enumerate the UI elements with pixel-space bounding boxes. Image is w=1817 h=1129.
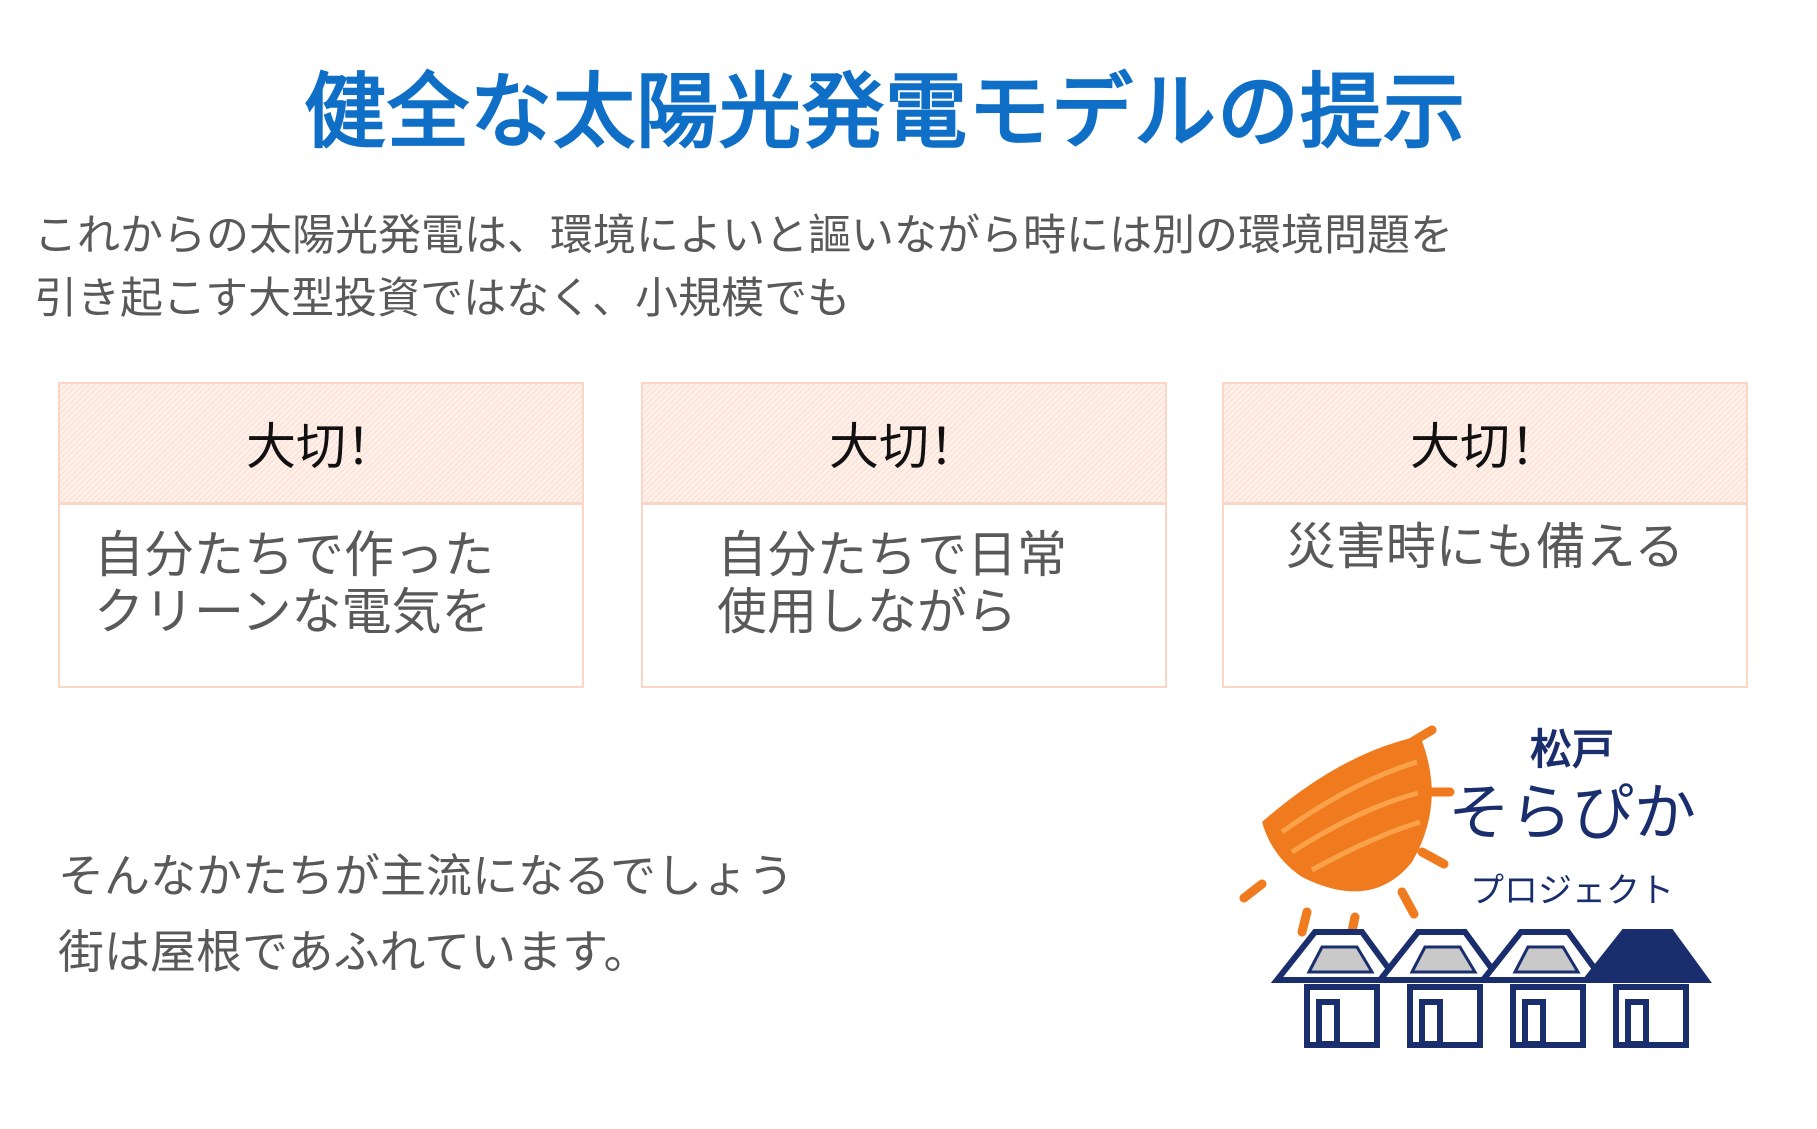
card-daily-use: 大切！ 自分たちで日常 使用しながら	[641, 382, 1167, 688]
card-body: 自分たちで作った クリーンな電気を	[60, 505, 582, 641]
sun-icon	[1239, 725, 1455, 945]
card-line: 使用しながら	[717, 583, 1017, 641]
card-line: 災害時にも備える	[1285, 518, 1685, 576]
houses-icon	[1270, 929, 1712, 1048]
card-line: 自分たちで日常	[717, 526, 1067, 584]
card-header: 大切！	[1224, 384, 1746, 505]
card-header: 大切！	[60, 384, 582, 505]
conclusion-line: 街は屋根であふれています。	[58, 925, 650, 979]
card-line: クリーンな電気を	[94, 583, 492, 641]
card-body: 自分たちで日常 使用しながら	[643, 505, 1165, 641]
logo-sub: プロジェクト	[1470, 871, 1674, 911]
sorapika-project-logo: 松戸 そらぴか プロジェクト	[1239, 725, 1712, 1048]
logo-place: 松戸	[1530, 725, 1614, 774]
logo-name: そらぴか	[1448, 776, 1696, 849]
conclusion-text: そんなかたちが主流になるでしょう 街は屋根であふれています。	[58, 838, 794, 990]
intro-line: 引き起こす大型投資ではなく、小規模でも	[34, 274, 851, 324]
conclusion-line: そんなかたちが主流になるでしょう	[58, 849, 794, 903]
intro-line: これからの太陽光発電は、環境によいと謳いながら時には別の環境問題を	[34, 211, 1453, 261]
page-title: 健全な太陽光発電モデルの提示	[303, 65, 1466, 160]
card-clean-power: 大切！ 自分たちで作った クリーンな電気を	[58, 382, 584, 688]
intro-paragraph: これからの太陽光発電は、環境によいと謳いながら時には別の環境問題を 引き起こす大…	[34, 205, 1453, 331]
card-line: 自分たちで作った	[94, 526, 494, 584]
card-body: 災害時にも備える	[1224, 505, 1746, 576]
card-header: 大切！	[643, 384, 1165, 505]
card-disaster: 大切！ 災害時にも備える	[1222, 382, 1748, 688]
